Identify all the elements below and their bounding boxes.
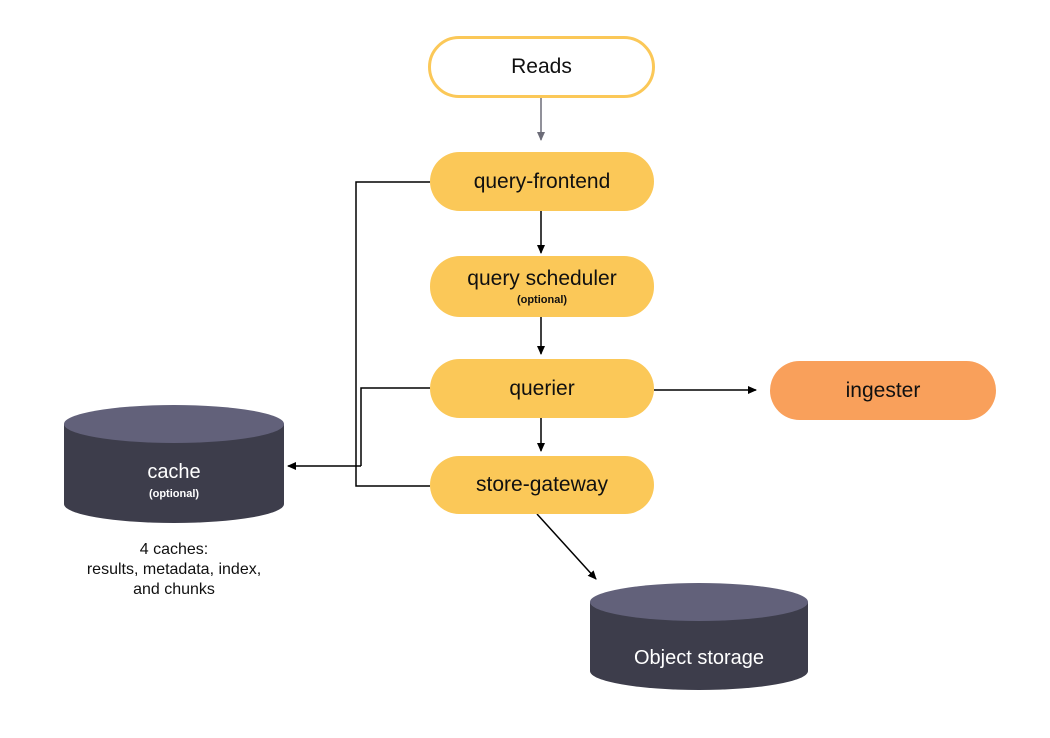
reads-node[interactable]: Reads	[428, 36, 655, 98]
query-scheduler-optional-label: (optional)	[516, 294, 568, 306]
connector-store-gateway-to-cache	[355, 466, 430, 487]
connector-query-frontend-to-cache	[355, 181, 430, 466]
cache-cylinder-icon	[64, 405, 284, 523]
query-scheduler-label: query scheduler	[467, 267, 617, 290]
reads-label: Reads	[511, 55, 572, 78]
connector-querier-to-cache	[360, 387, 430, 466]
cache-node[interactable]: cache (optional)	[64, 450, 284, 510]
object-storage-cylinder-icon	[590, 583, 808, 690]
cache-note-line-2: results, metadata, index,	[86, 561, 262, 578]
ingester-label: ingester	[845, 378, 921, 402]
cache-note-line-1: 4 caches:	[139, 541, 209, 558]
ingester-node[interactable]: ingester	[770, 361, 996, 420]
query-frontend-label: query-frontend	[473, 169, 611, 193]
cache-note: 4 caches: results, metadata, index, and …	[54, 540, 294, 600]
object-storage-label: Object storage	[633, 647, 765, 669]
object-storage-node[interactable]: Object storage	[590, 638, 808, 678]
cache-label: cache	[147, 461, 201, 483]
store-gateway-node[interactable]: store-gateway	[430, 456, 654, 514]
query-scheduler-node[interactable]: query scheduler (optional)	[430, 256, 654, 317]
arrow-store-gateway-to-object-storage	[536, 513, 597, 580]
querier-node[interactable]: querier	[430, 359, 654, 418]
cache-optional-label: (optional)	[148, 488, 200, 500]
querier-label: querier	[509, 376, 575, 400]
query-frontend-node[interactable]: query-frontend	[430, 152, 654, 211]
cache-note-line-3: and chunks	[133, 581, 215, 598]
store-gateway-label: store-gateway	[476, 473, 608, 496]
